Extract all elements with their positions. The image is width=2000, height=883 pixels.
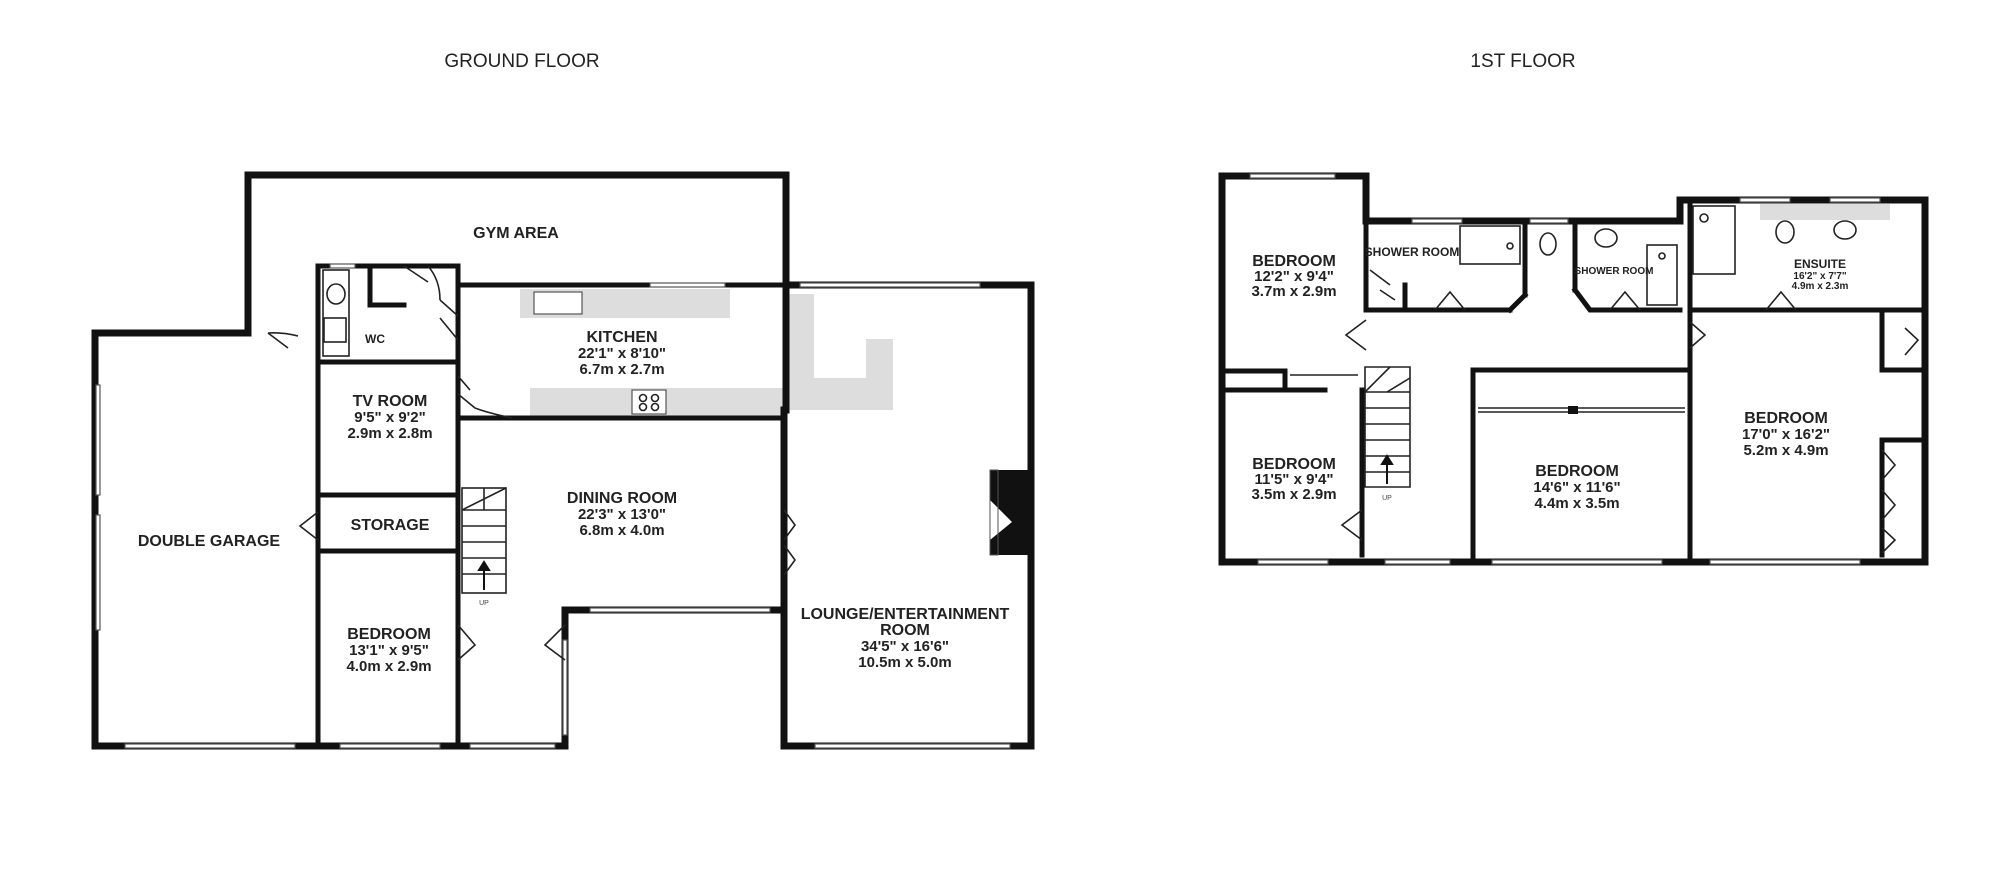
f-bedroom1-label: BEDROOM	[1252, 253, 1336, 270]
lounge-label-line2: ROOM	[880, 622, 930, 639]
f-shower-room1-label: SHOWER ROOM	[1365, 245, 1460, 259]
tv-room-label: TV ROOM	[353, 393, 428, 410]
f-bedroom1-dim-imperial: 12'2" x 9'4"	[1254, 268, 1334, 285]
ground-bedroom-dim-metric: 4.0m x 2.9m	[346, 658, 431, 675]
shower2-basin-icon	[1594, 228, 1618, 248]
dining-side-door	[543, 624, 566, 661]
bedroom-door	[457, 624, 477, 661]
f-bedroom3-label: BEDROOM	[1535, 463, 1619, 480]
ground-bedroom-label: BEDROOM	[347, 626, 431, 643]
f-ensuite-window-2	[1829, 197, 1881, 203]
dining-window-bottom	[469, 743, 556, 749]
shower1-tray-icon	[1459, 225, 1521, 265]
tv-room-dim-metric: 2.9m x 2.8m	[347, 425, 432, 442]
dining-room-label: DINING ROOM	[567, 490, 677, 507]
f-bedroom2-dim-metric: 3.5m x 2.9m	[1251, 486, 1336, 503]
lounge-outer-wall	[780, 281, 1035, 750]
toilet-icon	[326, 283, 346, 305]
garage-window-2	[95, 514, 101, 631]
wc-door	[403, 265, 441, 301]
hob-icon	[631, 389, 667, 415]
ground-stairs: UP	[461, 487, 507, 607]
dining-window-top	[589, 607, 771, 613]
kitchen-dim-imperial: 22'1" x 8'10"	[578, 345, 666, 362]
f-bed3-window	[1491, 559, 1663, 565]
wc-label: WC	[365, 332, 385, 346]
dining-outer-wall	[448, 606, 788, 750]
lounge-double-door	[783, 509, 796, 576]
lounge-dim-metric: 10.5m x 5.0m	[858, 654, 951, 671]
bar-counter	[786, 294, 893, 410]
f-shower-room2-label: SHOWER ROOM	[1575, 266, 1654, 277]
ground-floor-plan: UP GYM AREA KITCHEN 22'1" x 8'10" 6.7m x…	[91, 171, 1035, 750]
f-bedroom3-dim-metric: 4.4m x 3.5m	[1534, 495, 1619, 512]
garage-door-window	[124, 743, 296, 749]
gym-area-label: GYM AREA	[473, 225, 559, 242]
garage-storage-door	[298, 511, 319, 541]
dining-room-dim-metric: 6.8m x 4.0m	[579, 522, 664, 539]
f-bed2-door	[1340, 509, 1363, 541]
tv-room-dim-imperial: 9'5" x 9'2"	[354, 409, 425, 426]
dining-room-dim-imperial: 22'3" x 13'0"	[578, 506, 666, 523]
f-wc-window	[1529, 218, 1569, 224]
f-ensuite-dim-metric: 4.9m x 2.3m	[1792, 281, 1849, 292]
f-shower-window	[1411, 218, 1463, 224]
lounge-window-bottom	[814, 743, 1011, 749]
ensuite-vanity	[1760, 204, 1890, 220]
first-outer-wall	[1218, 172, 1929, 566]
ground-floor-title: GROUND FLOOR	[444, 51, 599, 72]
ensuite-shower-icon	[1692, 205, 1736, 275]
f-ensuite-window-1	[1739, 197, 1791, 203]
fireplace-icon	[990, 470, 1028, 555]
f-landing-window	[1384, 559, 1451, 565]
basin-icon	[323, 317, 347, 343]
bedroom-window	[339, 743, 441, 749]
f-ensuite-dim-imperial: 16'2" x 7'7"	[1793, 271, 1846, 282]
garage-gym-door	[267, 332, 299, 349]
double-garage-label: DOUBLE GARAGE	[138, 533, 281, 550]
f-bedroom1-dim-metric: 3.7m x 2.9m	[1251, 283, 1336, 300]
f-shower2-door	[1609, 290, 1641, 311]
f-ensuite-door	[1765, 290, 1797, 311]
shower2-tray-icon	[1646, 244, 1678, 306]
f-bedroom4-dim-metric: 5.2m x 4.9m	[1743, 442, 1828, 459]
garage-window-1	[95, 384, 101, 496]
sink-icon	[533, 291, 583, 315]
f-bedroom2-label: BEDROOM	[1252, 456, 1336, 473]
lounge-window-top	[799, 282, 981, 288]
lounge-label-line1: LOUNGE/ENTERTAINMENT	[801, 606, 1010, 623]
f-ensuite-label: ENSUITE	[1794, 257, 1846, 271]
ensuite-basin-icon	[1833, 220, 1857, 240]
f-bed1-door	[1344, 319, 1367, 351]
storage-label: STORAGE	[351, 517, 430, 534]
kitchen-window	[649, 282, 726, 288]
f-bed1-window	[1249, 173, 1336, 179]
gym-outer-wall	[244, 171, 790, 337]
kitchen-label: KITCHEN	[586, 329, 657, 346]
first-floor-plan: UP BEDROOM 12'2" x 9'4" 3.7m x 2.9m SHOW…	[1218, 172, 1929, 566]
f-bed4-window	[1709, 559, 1861, 565]
dining-window-side	[562, 639, 568, 736]
ensuite-toilet-icon	[1775, 220, 1795, 244]
f-bedroom4-label: BEDROOM	[1744, 410, 1828, 427]
f-bedroom4-dim-imperial: 17'0" x 16'2"	[1742, 426, 1830, 443]
f-shower1-door	[1434, 290, 1466, 311]
first-floor-title: 1ST FLOOR	[1470, 51, 1575, 72]
ground-stairs-label: UP	[479, 600, 489, 607]
f-bed4-door	[1689, 321, 1707, 349]
f-bedroom3-dim-imperial: 14'6" x 11'6"	[1533, 479, 1620, 496]
wc-toilet-icon	[1539, 232, 1557, 256]
first-stairs: UP	[1364, 366, 1411, 502]
lounge-dim-imperial: 34'5" x 16'6"	[861, 638, 949, 655]
wc-door-2	[439, 299, 459, 341]
wc-window	[329, 263, 356, 269]
tvroom-door	[457, 393, 513, 419]
f-bed2-window	[1257, 559, 1329, 565]
f-bedroom2-dim-imperial: 11'5" x 9'4"	[1255, 471, 1334, 488]
kitchen-dim-metric: 6.7m x 2.7m	[579, 361, 664, 378]
first-stairs-label: UP	[1382, 495, 1392, 502]
ground-bedroom-dim-imperial: 13'1" x 9'5"	[349, 642, 429, 659]
